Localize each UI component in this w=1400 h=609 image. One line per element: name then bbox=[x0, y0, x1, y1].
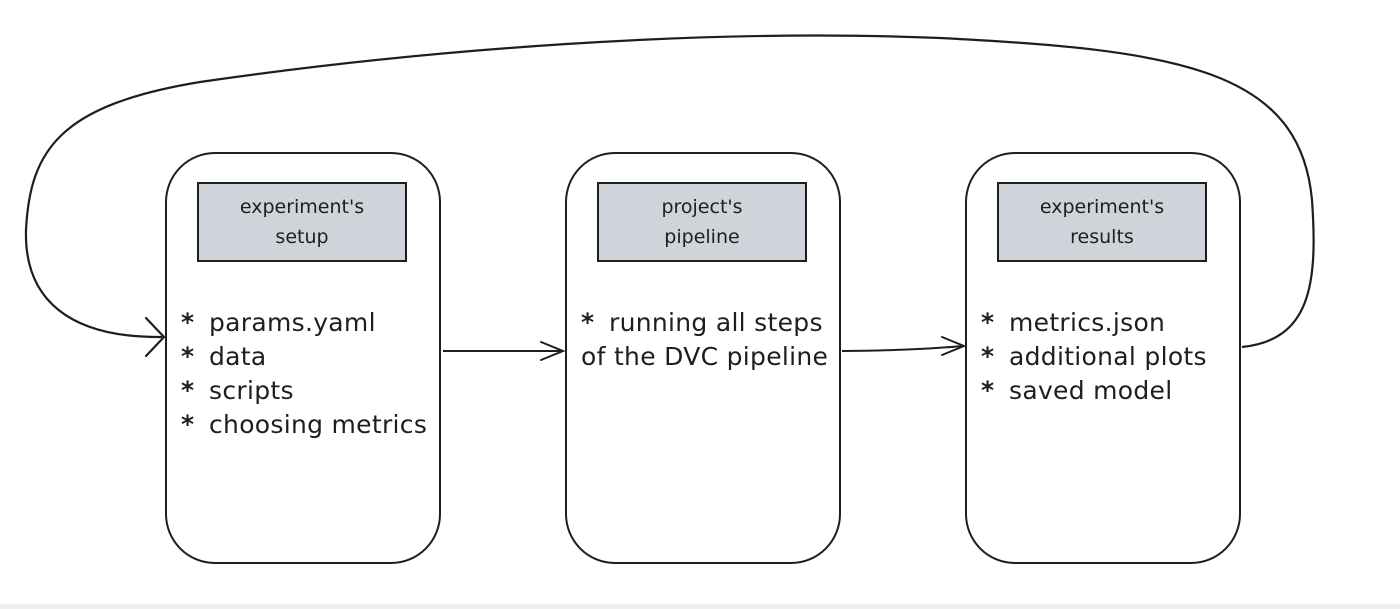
stage-items-results: * metrics.json * additional plots * saved mod… bbox=[981, 306, 1243, 408]
stage-item-text: metrics.json bbox=[1009, 308, 1166, 337]
page-bottom-edge bbox=[0, 604, 1400, 609]
bullet-icon: * bbox=[981, 308, 995, 337]
stage-item-text: scripts bbox=[209, 376, 294, 405]
bullet-icon: * bbox=[981, 342, 995, 371]
bullet-icon: * bbox=[181, 410, 195, 439]
stage-item-text: additional plots bbox=[1009, 342, 1207, 371]
stage-item-text: choosing metrics bbox=[209, 410, 428, 439]
stage-item: * running all steps bbox=[581, 306, 843, 340]
bullet-icon: * bbox=[181, 342, 195, 371]
bullet-icon: * bbox=[181, 308, 195, 337]
stage-item-text: data bbox=[209, 342, 267, 371]
setup-to-pipeline-arrowhead bbox=[540, 341, 566, 361]
stage-item: * additional plots bbox=[981, 340, 1243, 374]
feedback-loop-arrowhead bbox=[144, 316, 166, 358]
stage-item: * metrics.json bbox=[981, 306, 1243, 340]
stage-item-text: saved model bbox=[1009, 376, 1173, 405]
stage-items-pipeline: * running all steps of the DVC pipeline bbox=[581, 306, 843, 374]
feedback-loop-connector bbox=[24, 34, 1315, 349]
stage-item: * scripts bbox=[181, 374, 443, 408]
pipeline-to-results-connector bbox=[841, 345, 964, 352]
stage-item-text: params.yaml bbox=[209, 308, 376, 337]
bullet-icon: * bbox=[181, 376, 195, 405]
stage-item-text: of the DVC pipeline bbox=[581, 342, 829, 371]
stage-items-setup: * params.yaml * data * scripts * choosing metri… bbox=[181, 306, 443, 442]
stage-item-text: running all steps bbox=[609, 308, 823, 337]
bullet-icon: * bbox=[981, 376, 995, 405]
stage-item: of the DVC pipeline bbox=[581, 340, 843, 374]
pipeline-to-results-arrowhead bbox=[941, 336, 967, 356]
stage-item: * params.yaml bbox=[181, 306, 443, 340]
stage-item: * saved model bbox=[981, 374, 1243, 408]
stage-item: * data bbox=[181, 340, 443, 374]
bullet-icon: * bbox=[581, 308, 595, 337]
stage-item: * choosing metrics bbox=[181, 408, 443, 442]
